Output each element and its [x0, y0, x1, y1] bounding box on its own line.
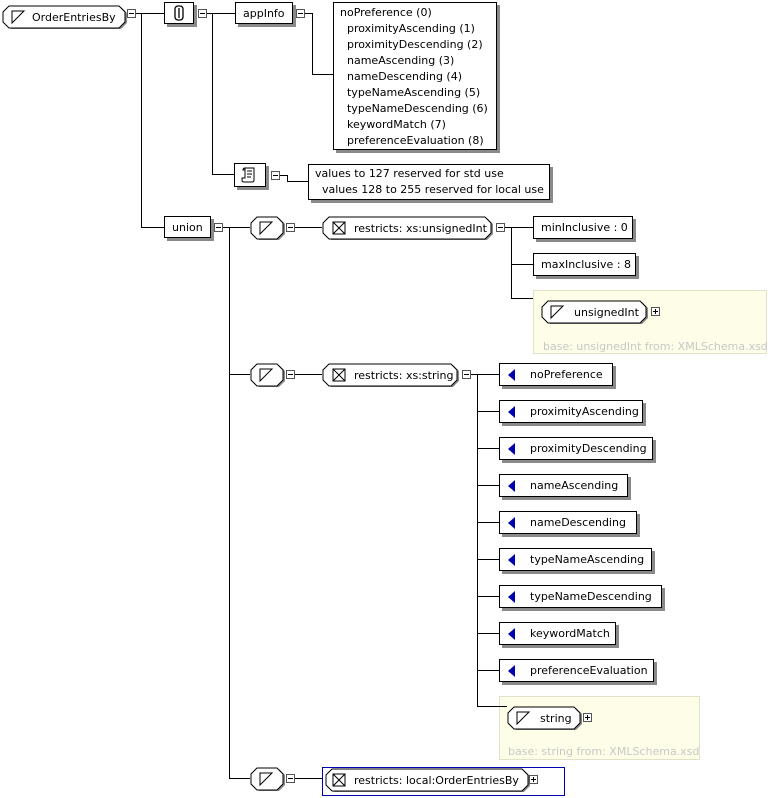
annotation-icon [174, 5, 184, 21]
restriction-3-box[interactable] [325, 768, 531, 792]
appinfo-text-line: proximityDescending (2) [340, 38, 483, 51]
facet-min-inclusive[interactable]: minInclusive : 0 [533, 216, 633, 239]
base-type-1-label: unsignedInt [574, 306, 639, 319]
restriction-2-label: restricts: xs:string [354, 369, 454, 382]
union-label: union [172, 220, 203, 234]
union-box[interactable]: union [164, 216, 211, 238]
facet-min-inclusive-label: minInclusive : 0 [541, 221, 628, 234]
restriction-3-label: restricts: local:OrderEntriesBy [354, 774, 519, 787]
appinfo-text-line: nameAscending (3) [340, 54, 455, 67]
enumeration-marker-icon [508, 591, 515, 603]
enumeration-label: keywordMatch [530, 627, 610, 640]
documentation-box[interactable] [234, 163, 266, 187]
documentation-text-line: values 128 to 255 reserved for local use [315, 183, 544, 196]
enumeration-marker-icon [508, 480, 515, 492]
documentation-collapse-toggle[interactable] [271, 171, 280, 180]
base-type-2-expand[interactable] [583, 713, 592, 722]
simple-type-1[interactable] [250, 216, 286, 240]
appinfo-text-line: proximityAscending (1) [340, 22, 475, 35]
enumeration-label: preferenceEvaluation [530, 664, 648, 677]
annotation-collapse-toggle[interactable] [198, 9, 207, 18]
enumeration-label: nameDescending [530, 516, 626, 529]
documentation-icon [241, 167, 255, 183]
restriction-1-label: restricts: xs:unsignedInt [354, 222, 487, 235]
enumeration-label: typeNameDescending [530, 590, 652, 603]
appinfo-box[interactable]: appInfo [235, 2, 293, 24]
enumeration-marker-icon [508, 554, 515, 566]
appinfo-text-line: typeNameDescending (6) [340, 102, 488, 115]
enumeration-marker-icon [508, 443, 515, 455]
simple-type-2[interactable] [250, 363, 286, 387]
simple-type-3[interactable] [250, 767, 286, 791]
facet-max-inclusive-label: maxInclusive : 8 [541, 258, 632, 271]
annotation-box[interactable] [164, 2, 194, 24]
appinfo-text-line: typeNameAscending (5) [340, 86, 481, 99]
enumeration-item[interactable]: typeNameAscending [499, 548, 652, 571]
documentation-text-line: values to 127 reserved for std use [315, 167, 504, 180]
enumeration-item[interactable]: preferenceEvaluation [499, 659, 654, 682]
base-type-2-box[interactable] [507, 706, 583, 730]
enumeration-item[interactable]: noPreference [499, 363, 613, 386]
enumeration-label: nameAscending [530, 479, 619, 492]
root-type-name: OrderEntriesBy [32, 11, 116, 24]
appinfo-text-line: keywordMatch (7) [340, 118, 446, 131]
enumeration-item[interactable]: proximityAscending [499, 400, 643, 423]
enumeration-item[interactable]: nameDescending [499, 511, 637, 534]
union-collapse-toggle[interactable] [214, 223, 223, 232]
simple-type-1-toggle[interactable] [286, 223, 295, 232]
enumeration-label: proximityAscending [530, 405, 639, 418]
documentation-content: values to 127 reserved for std use value… [308, 164, 550, 200]
appinfo-content: noPreference (0) proximityAscending (1) … [333, 2, 497, 150]
enumeration-label: proximityDescending [530, 442, 647, 455]
base-type-1-box[interactable] [541, 300, 649, 324]
restriction-2-box[interactable] [322, 363, 460, 387]
appinfo-collapse-toggle[interactable] [296, 9, 305, 18]
base-type-1-note: base: unsignedInt from: XMLSchema.xsd [543, 340, 768, 353]
enumeration-item[interactable]: keywordMatch [499, 622, 616, 645]
restriction-1-toggle[interactable] [496, 223, 505, 232]
appinfo-label: appInfo [243, 6, 285, 20]
appinfo-text-line: preferenceEvaluation (8) [340, 134, 484, 147]
enumeration-label: noPreference [530, 368, 603, 381]
base-type-2-label: string [540, 712, 572, 725]
facet-max-inclusive[interactable]: maxInclusive : 8 [533, 253, 636, 276]
enumeration-marker-icon [508, 369, 515, 381]
enumeration-marker-icon [508, 628, 515, 640]
enumeration-marker-icon [508, 406, 515, 418]
documentation-text: values to 127 reserved for std use value… [309, 165, 550, 199]
enumeration-label: typeNameAscending [530, 553, 645, 566]
base-type-2-note: base: string from: XMLSchema.xsd [508, 745, 700, 758]
restriction-1-box[interactable] [322, 216, 494, 240]
enumeration-item[interactable]: typeNameDescending [499, 585, 662, 608]
appinfo-text-line: noPreference (0) [340, 6, 432, 19]
restriction-3-expand[interactable] [529, 775, 538, 784]
base-type-1-expand[interactable] [651, 307, 660, 316]
appinfo-text-line: nameDescending (4) [340, 70, 463, 83]
root-collapse-toggle[interactable] [127, 9, 136, 18]
appinfo-text: noPreference (0) proximityAscending (1) … [334, 3, 494, 151]
simple-type-3-toggle[interactable] [286, 774, 295, 783]
restriction-3-selection[interactable] [322, 767, 565, 796]
root-type-box[interactable] [2, 5, 128, 29]
enumeration-item[interactable]: nameAscending [499, 474, 628, 497]
restriction-2-toggle[interactable] [462, 370, 471, 379]
simple-type-2-toggle[interactable] [286, 370, 295, 379]
enumeration-marker-icon [508, 665, 515, 677]
enumeration-marker-icon [508, 517, 515, 529]
enumeration-item[interactable]: proximityDescending [499, 437, 653, 460]
